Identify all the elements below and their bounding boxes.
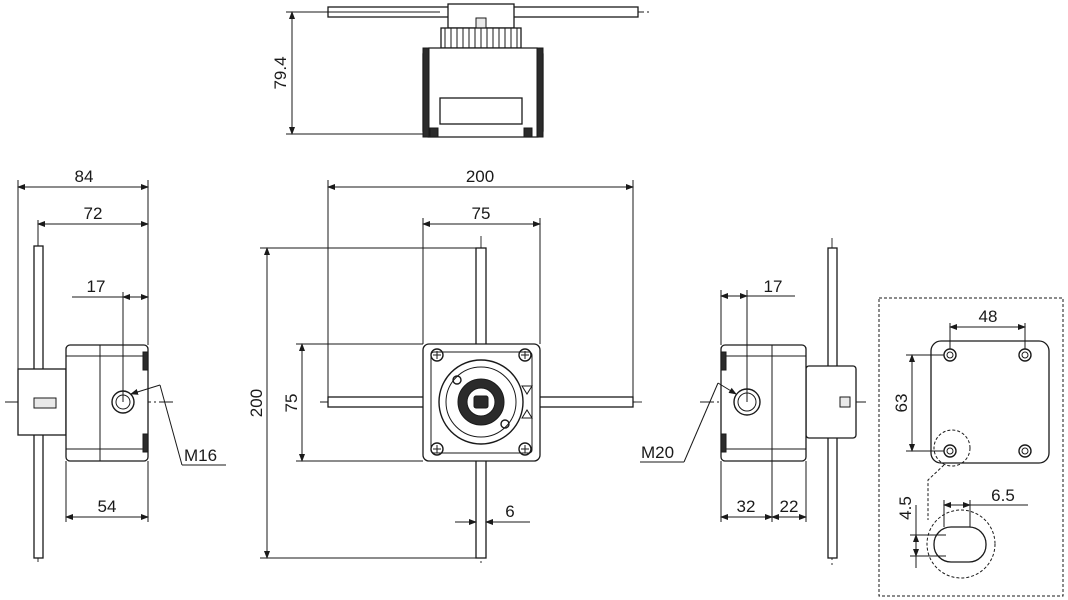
dim-width-72: 72 — [84, 204, 103, 223]
dim-width-200: 200 — [466, 167, 494, 186]
dim-slot-4-5: 4.5 — [896, 496, 915, 520]
dim-width-22: 22 — [780, 497, 799, 516]
dim-rod-6: 6 — [505, 502, 514, 521]
dim-height-200: 200 — [247, 389, 266, 417]
dim-offset-17-right: 17 — [764, 277, 783, 296]
dim-spacing-48: 48 — [979, 307, 998, 326]
dim-offset-17-left: 17 — [87, 277, 106, 296]
dim-width-54: 54 — [98, 497, 117, 516]
dim-height-79-4: 79.4 — [271, 56, 290, 89]
dim-height-75: 75 — [282, 394, 301, 413]
dim-width-32: 32 — [737, 497, 756, 516]
top-view: 79.4 — [271, 3, 650, 138]
front-view: 200 75 200 75 6 — [247, 167, 645, 565]
dim-slot-6-5: 6.5 — [991, 486, 1015, 505]
dim-width-75: 75 — [472, 204, 491, 223]
mounting-detail: 48 63 6.5 4.5 — [878, 297, 1064, 597]
thread-m20-label: M20 — [641, 443, 674, 462]
left-side-view: 84 72 17 M16 54 — [5, 167, 226, 565]
dim-spacing-63: 63 — [892, 394, 911, 413]
thread-m16-label: M16 — [184, 446, 217, 465]
dim-width-84: 84 — [75, 167, 94, 186]
right-side-view: 17 M20 32 22 — [640, 238, 866, 568]
